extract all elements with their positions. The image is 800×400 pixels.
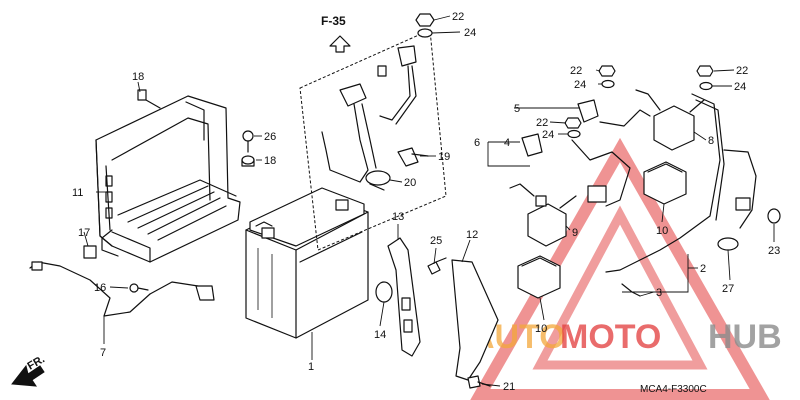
grommet-23 — [767, 208, 781, 224]
callout-22-mid: 22 — [536, 117, 548, 129]
nut-22-right-b — [696, 65, 714, 77]
cable-3 — [621, 283, 641, 297]
grommet-18-lower — [241, 155, 255, 167]
callout-24-top: 24 — [464, 27, 476, 39]
callout-24-right-a: 24 — [574, 79, 586, 91]
callout-5: 5 — [514, 103, 520, 115]
callout-11: 11 — [72, 187, 83, 199]
callout-10-upper: 10 — [656, 225, 668, 237]
clip-17 — [83, 245, 97, 259]
watermark-triangle-inner — [532, 205, 708, 370]
callout-4: 4 — [504, 137, 510, 149]
cable-clip-19 — [397, 147, 429, 167]
callout-25: 25 — [430, 235, 442, 247]
section-ref-arrow — [329, 35, 351, 53]
relay-wire-b — [599, 109, 651, 127]
battery-case — [95, 89, 241, 263]
watermark-text-hub: HUB — [708, 318, 782, 356]
callout-22-right-b: 22 — [736, 65, 748, 77]
bolt-26 — [242, 130, 254, 153]
relay-cover-10-lower — [517, 255, 561, 299]
front-direction-indicator: FR. — [11, 353, 47, 387]
battery-cables-upper — [321, 45, 417, 183]
section-ref-label: F-35 — [321, 14, 346, 28]
callout-7: 7 — [100, 347, 106, 359]
terminal-cap-4 — [521, 133, 543, 157]
callout-9: 9 — [572, 227, 578, 239]
callout-19: 19 — [438, 151, 450, 163]
washer-24-top — [417, 28, 433, 38]
callout-20: 20 — [404, 177, 416, 189]
cable-clip-20 — [365, 170, 391, 191]
battery-holder-13 — [387, 237, 421, 357]
watermark-text-moto: MOTO — [560, 318, 661, 356]
washer-24-right-a — [601, 79, 615, 89]
starter-cable-2 — [605, 93, 721, 273]
callout-3: 3 — [656, 287, 662, 299]
starter-cable-2-b — [695, 99, 725, 221]
callout-22-top: 22 — [452, 11, 464, 23]
relay-wire-a — [571, 139, 631, 207]
rubber-14 — [375, 281, 393, 303]
watermark-logo: AUTO MOTO HUB — [470, 137, 782, 400]
relay-connector — [587, 185, 607, 203]
bolt-16 — [129, 283, 149, 293]
callout-22-right-a: 22 — [570, 65, 582, 77]
diagram-code: MCA4-F3300C — [640, 384, 707, 395]
bolt-21 — [467, 375, 491, 389]
nut-22-mid — [564, 117, 582, 129]
leader-lines — [83, 15, 775, 387]
starter-relay-9 — [509, 183, 577, 247]
callout-24-mid: 24 — [542, 129, 554, 141]
nut-22-top — [415, 13, 435, 27]
callout-18-upper: 18 — [132, 71, 144, 83]
terminal-cap-5 — [577, 99, 599, 123]
washer-24-mid — [567, 129, 581, 139]
sub-cable-7 — [29, 261, 215, 317]
relay-cover-10-upper — [643, 161, 687, 205]
callout-8: 8 — [708, 135, 714, 147]
callout-18-lower: 18 — [264, 155, 276, 167]
callout-12: 12 — [466, 229, 478, 241]
callout-13: 13 — [392, 211, 404, 223]
callout-24-right-b: 24 — [734, 81, 746, 93]
callout-26: 26 — [264, 131, 276, 143]
callout-10-lower: 10 — [535, 323, 547, 335]
nut-22-right-a — [598, 65, 616, 77]
cable-group-box — [299, 29, 447, 251]
callout-16: 16 — [94, 282, 106, 294]
wire-harness-27 — [717, 149, 757, 251]
washer-24-right-b — [699, 81, 713, 91]
battery — [245, 187, 369, 339]
callout-17: 17 — [78, 227, 90, 239]
stay-12 — [451, 259, 499, 381]
callout-23: 23 — [768, 245, 780, 257]
callout-2: 2 — [700, 263, 706, 275]
callout-1: 1 — [308, 361, 314, 373]
front-direction-label: FR. — [26, 353, 47, 372]
callout-labels: 18 11 17 16 7 26 18 1 13 14 25 12 21 19 … — [72, 11, 780, 393]
callout-6: 6 — [474, 137, 480, 149]
starter-relay-8 — [635, 89, 705, 151]
callout-14: 14 — [374, 329, 386, 341]
callout-21: 21 — [503, 381, 515, 393]
callout-27: 27 — [722, 283, 734, 295]
bolt-25 — [427, 257, 447, 275]
